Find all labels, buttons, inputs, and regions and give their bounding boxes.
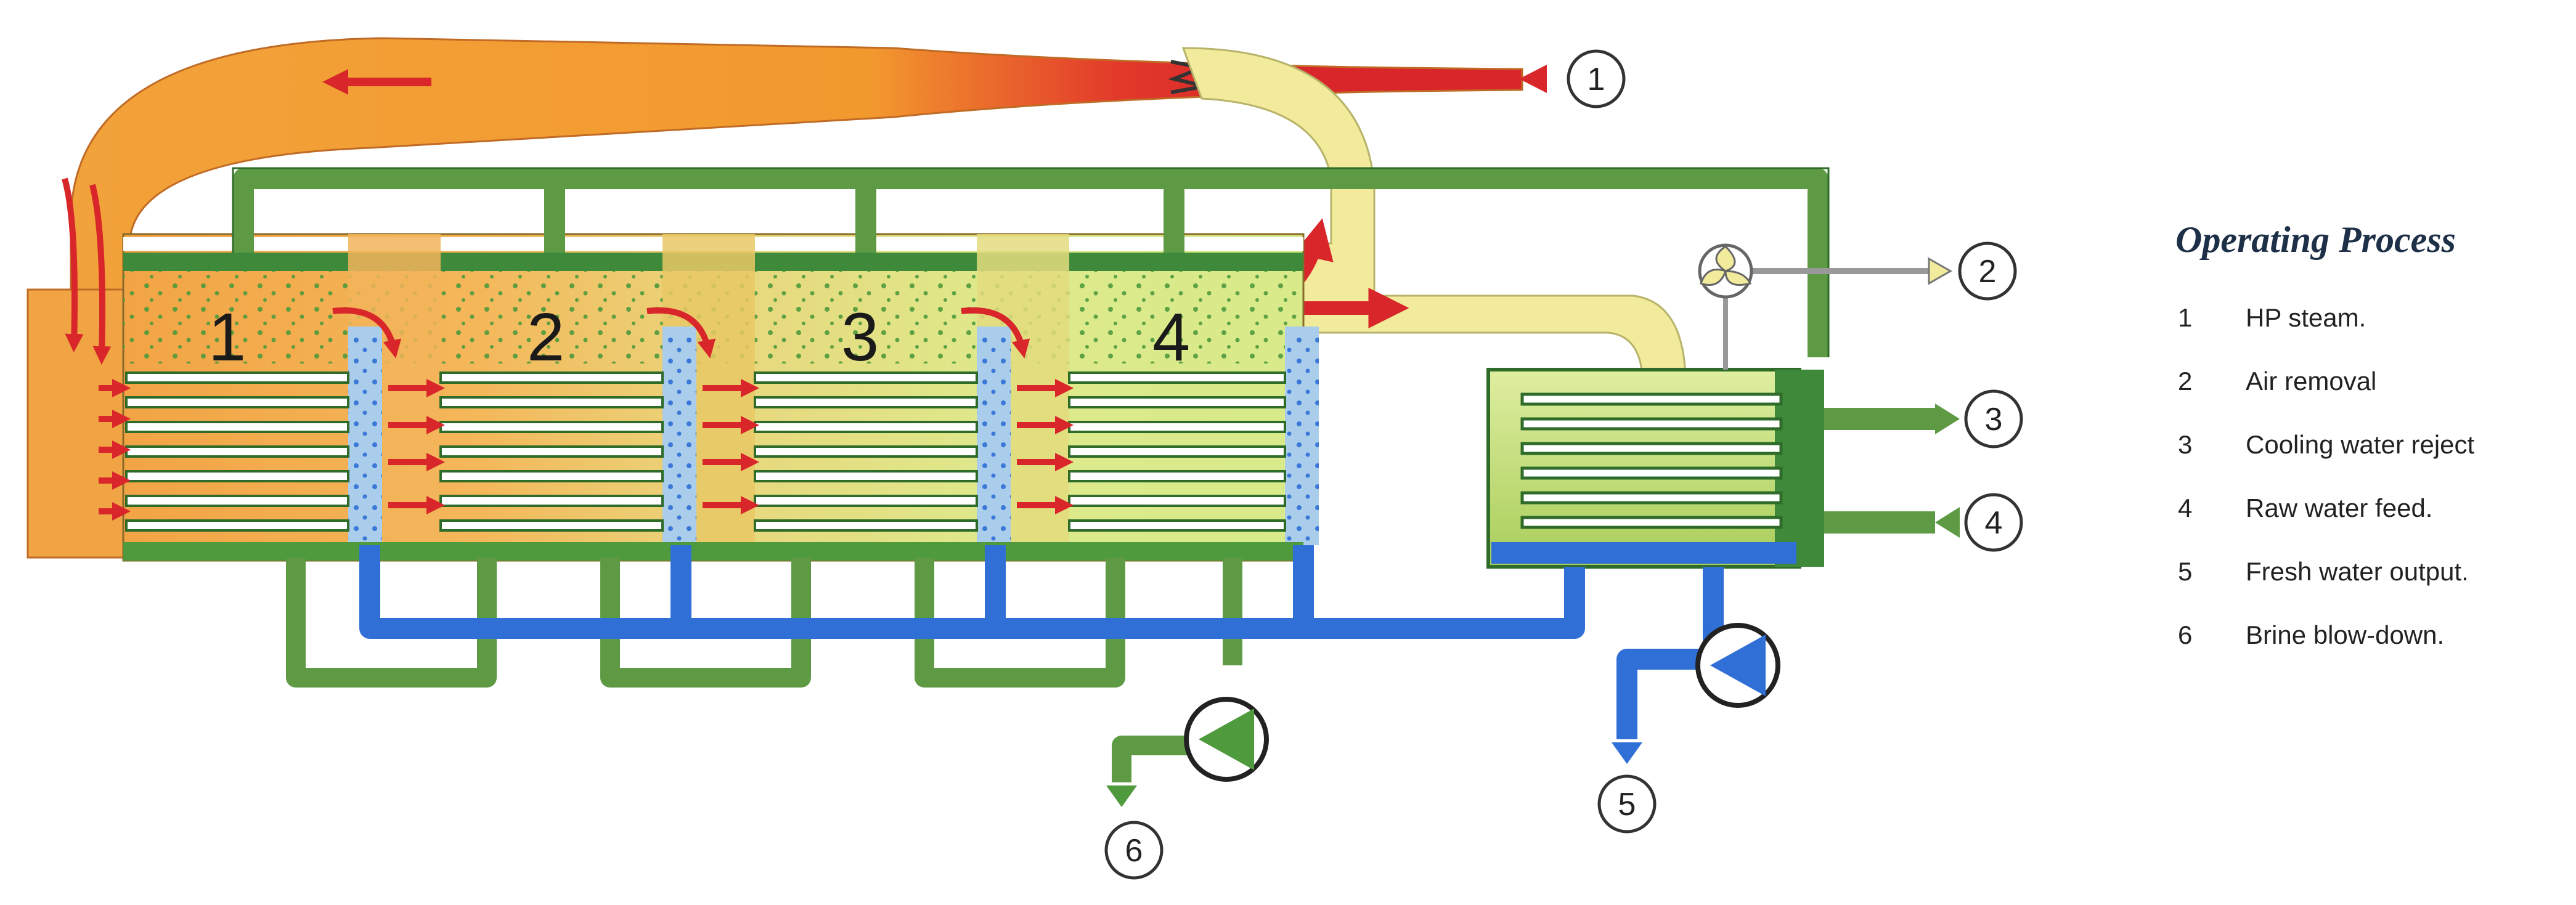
callout-6: 6 xyxy=(1104,821,1164,880)
flash-arrows xyxy=(99,307,1074,521)
svg-text:2: 2 xyxy=(1979,254,1997,290)
tube-bank-stage-2 xyxy=(439,371,664,532)
evaporator-vessel: 1 2 3 4 xyxy=(99,233,1319,562)
brine-pump-icon xyxy=(1184,697,1269,782)
legend-item: 6 Brine blow-down. xyxy=(2175,603,2570,667)
fresh-water-pump-icon xyxy=(1695,623,1780,708)
legend-item: 2 Air removal xyxy=(2175,349,2570,413)
flow-arrow-steam-down xyxy=(89,184,112,365)
cooling-water-reject-arrow-icon xyxy=(1935,404,1960,434)
legend-item: 1 HP steam. xyxy=(2175,286,2570,349)
brine-interstage-piping xyxy=(286,558,1242,782)
svg-text:6: 6 xyxy=(1125,833,1143,869)
tube-bank-stage-3 xyxy=(754,371,978,532)
legend-item-text: Air removal xyxy=(2246,366,2377,396)
legend-item-text: HP steam. xyxy=(2246,302,2366,332)
heat-rejection-condenser xyxy=(1486,243,1960,569)
legend-title: Operating Process xyxy=(2175,219,2456,260)
tube-bank-stage-1 xyxy=(125,371,349,532)
callout-4: 4 xyxy=(1964,493,2023,552)
legend-item-number: 2 xyxy=(2178,366,2193,396)
fresh-water-output-arrow-icon xyxy=(1612,742,1642,764)
raw-water-feed-arrow-icon xyxy=(1935,507,1960,538)
legend-item-number: 6 xyxy=(2178,620,2193,649)
steam-overhead-duct xyxy=(70,37,1523,377)
legend-item-text: Brine blow-down. xyxy=(2246,620,2445,649)
legend-item-number: 3 xyxy=(2178,429,2193,459)
stage-label-2: 2 xyxy=(527,299,565,375)
fresh-water-collector xyxy=(359,545,1724,739)
stage-label-1: 1 xyxy=(208,299,246,375)
legend-item: 4 Raw water feed. xyxy=(2175,476,2570,540)
legend-item-text: Cooling water reject xyxy=(2246,429,2475,459)
legend-item-number: 1 xyxy=(2178,302,2193,332)
air-removal-arrow-icon xyxy=(1928,257,1953,285)
callout-2: 2 xyxy=(1958,241,2017,301)
svg-text:4: 4 xyxy=(1985,505,2003,541)
stage-label-4: 4 xyxy=(1152,299,1190,375)
legend-item-number: 4 xyxy=(2178,493,2193,522)
legend-item-number: 5 xyxy=(2178,556,2193,586)
legend-item: 3 Cooling water reject xyxy=(2175,413,2570,476)
svg-text:3: 3 xyxy=(1985,402,2003,437)
legend: Operating Process 1 HP steam. 2 Air remo… xyxy=(2175,219,2570,667)
brine-blowdown-arrow-icon xyxy=(1106,785,1137,807)
legend-item: 5 Fresh water output. xyxy=(2175,540,2570,603)
vacuum-fan-icon xyxy=(1698,243,1929,370)
stage-label-3: 3 xyxy=(841,299,879,375)
tube-bank-stage-4 xyxy=(1068,371,1286,532)
svg-text:1: 1 xyxy=(1588,62,1605,97)
svg-text:5: 5 xyxy=(1618,787,1636,822)
steam-duct xyxy=(26,37,1523,559)
legend-item-text: Fresh water output. xyxy=(2246,556,2469,586)
legend-item-text: Raw water feed. xyxy=(2246,493,2433,522)
brine-overhead-piping-outline xyxy=(232,167,1830,357)
steam-duct-left-leg xyxy=(26,288,131,559)
callout-5: 5 xyxy=(1597,774,1657,834)
condenser-header-box xyxy=(1775,370,1824,567)
flow-arrow-steam-down xyxy=(62,177,84,352)
callout-1: 1 xyxy=(1519,49,1626,108)
callout-3: 3 xyxy=(1964,389,2023,448)
